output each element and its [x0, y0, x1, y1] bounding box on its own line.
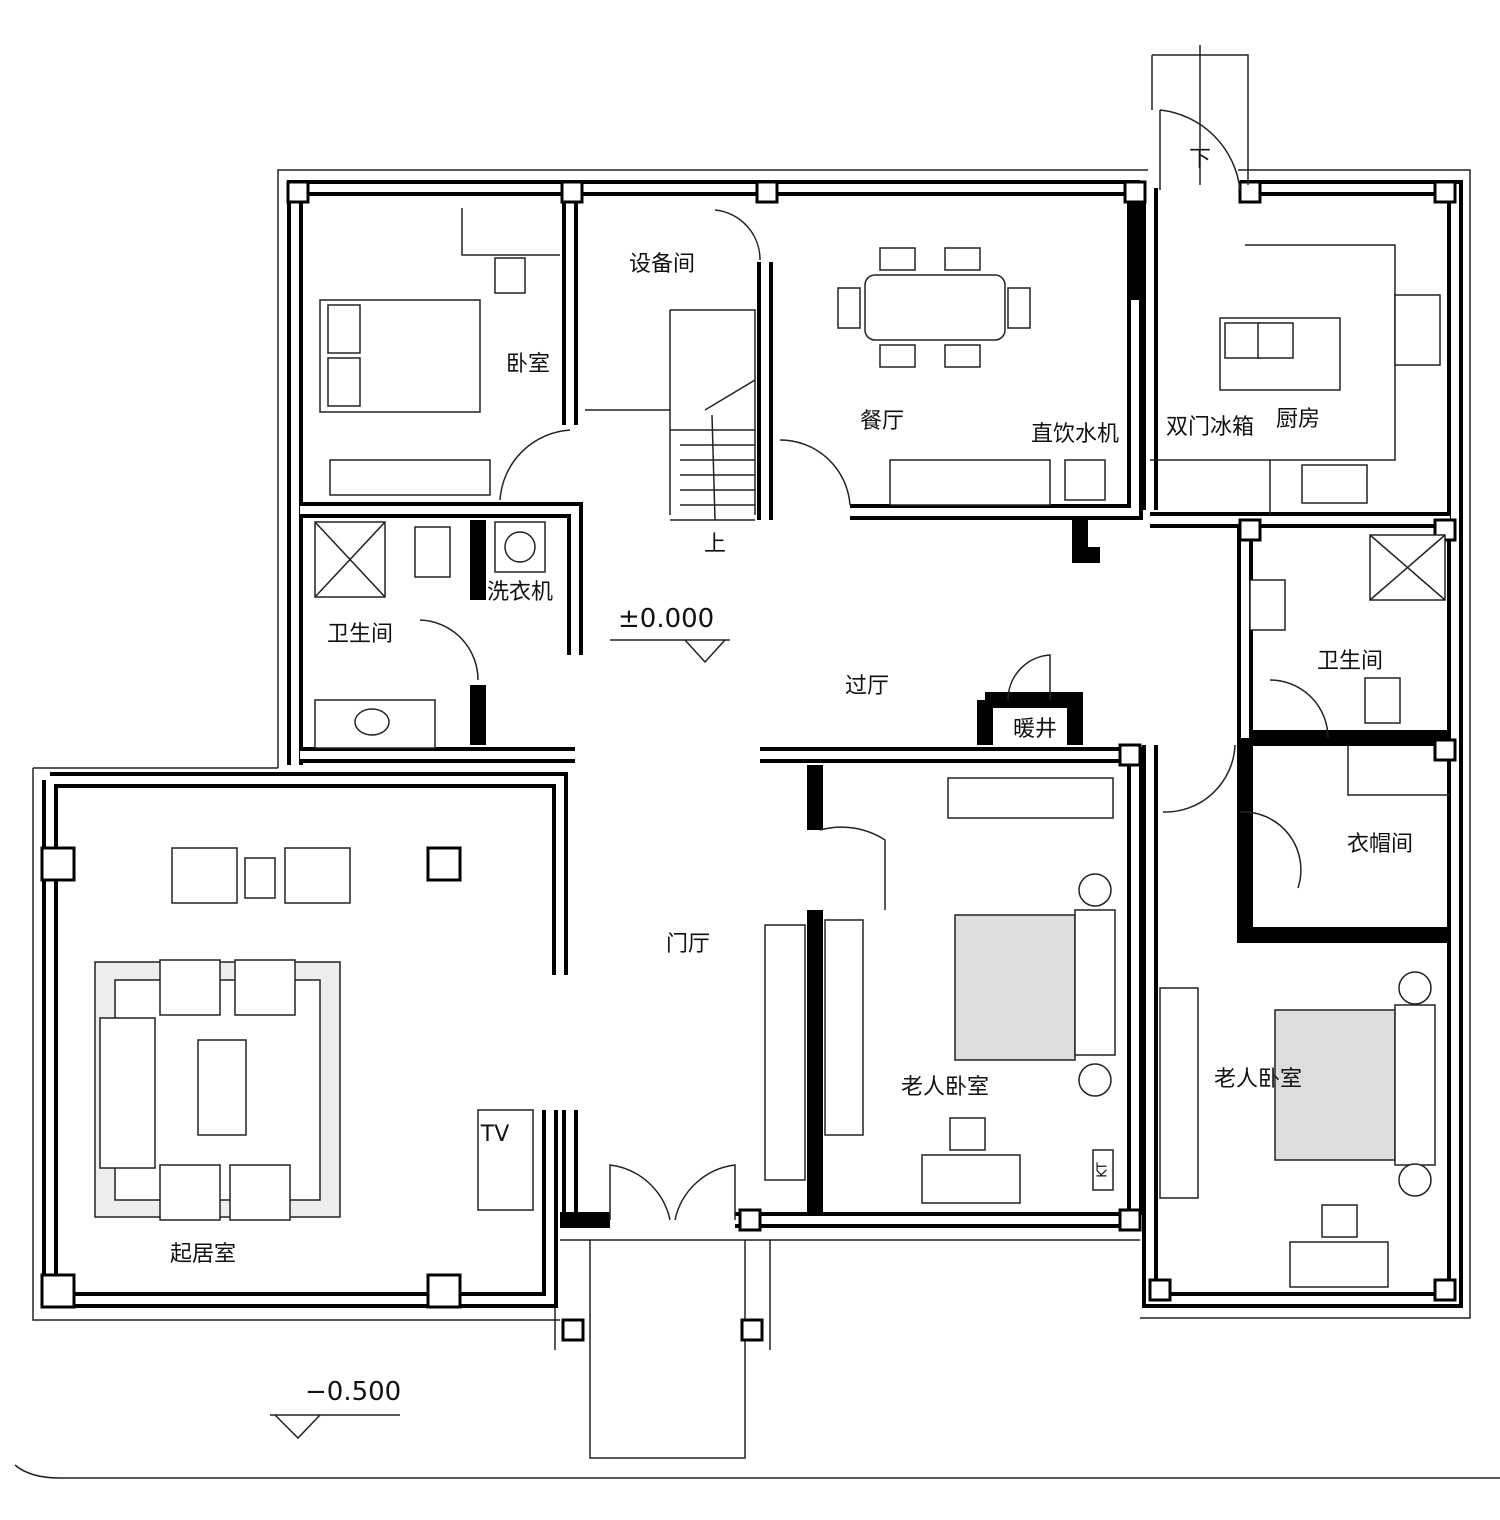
label-water-dispenser: 直饮水机: [1031, 422, 1119, 447]
label-hall: 过厅: [845, 674, 889, 699]
label-equipment-room: 设备间: [629, 252, 695, 277]
label-stair-down: 下: [1189, 147, 1211, 172]
outer-outline: [14, 169, 1500, 1479]
label-bath-left: 卫生间: [327, 622, 393, 647]
label-heating-shaft: 暖井: [1013, 717, 1057, 742]
label-bedroom: 卧室: [506, 352, 550, 377]
columns: [40, 180, 1457, 1342]
level-markers: [270, 639, 730, 1440]
label-closet: 衣帽间: [1347, 832, 1413, 857]
level-outdoor: −0.500: [305, 1377, 401, 1407]
walls: [42, 180, 1463, 1308]
label-stair-up: 上: [704, 532, 726, 557]
label-kitchen: 厨房: [1276, 407, 1320, 432]
label-fridge: 双门冰箱: [1166, 415, 1254, 440]
label-elder-bedroom-1: 老人卧室: [901, 1075, 989, 1100]
label-elder-bedroom-2: 老人卧室: [1214, 1067, 1302, 1092]
label-living-room: 起居室: [170, 1242, 236, 1267]
label-bath-right: 卫生间: [1317, 649, 1383, 674]
furniture: [94, 208, 1450, 1288]
level-floor: ±0.000: [618, 604, 714, 634]
label-tv: TV: [480, 1122, 510, 1147]
label-foyer: 门厅: [666, 932, 710, 957]
label-washer: 洗衣机: [487, 580, 553, 605]
room-labels: 设备间 卧室 餐厅 直饮水机 双门冰箱 厨房 上 下 洗衣机 卫生间 过厅 暖井…: [170, 147, 1413, 1407]
label-kt: KT: [1096, 1162, 1111, 1178]
label-dining: 餐厅: [860, 409, 904, 434]
doors: [419, 45, 1329, 1221]
staircase: [585, 309, 756, 521]
